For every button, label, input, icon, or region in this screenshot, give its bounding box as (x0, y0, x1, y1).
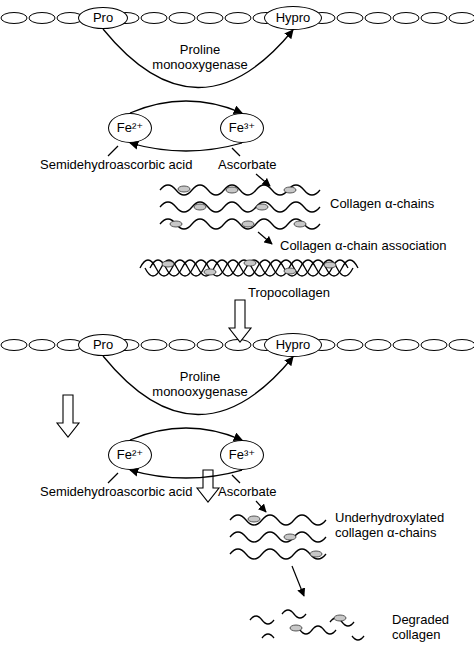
hydroxyproline-mark (284, 268, 296, 274)
helix-strand (150, 260, 358, 276)
hydroxyproline-mark (294, 221, 306, 227)
peptide-chain (0, 338, 474, 352)
node-text: Pro (93, 11, 113, 25)
hydroxyproline-mark (324, 262, 336, 268)
node-text: Pro (93, 338, 113, 352)
step-arrow (258, 232, 272, 244)
process-label: Semidehydroascorbic acid (40, 157, 200, 172)
hydroxyproline-mark (178, 186, 190, 192)
hydroxyproline-mark (226, 187, 238, 193)
fragment (352, 636, 364, 640)
hydroxyproline-mark (284, 187, 296, 193)
residue-ellipse: Pro (78, 334, 128, 356)
peptide-chain (0, 11, 474, 25)
collagen-chains (160, 185, 320, 229)
leader-line (232, 475, 240, 483)
alpha-chain (230, 515, 326, 525)
leader-line (108, 146, 118, 156)
node-text: Fe²⁺ (117, 448, 143, 462)
hydroxyproline-mark (170, 221, 182, 227)
step-arrow (292, 566, 304, 596)
fragment-marks (290, 615, 346, 631)
residue-ellipse: Hypro (264, 6, 322, 30)
underhydroxylated-chains (230, 515, 326, 559)
hydroxyproline-mark (248, 516, 260, 522)
hydroxyproline-mark (310, 551, 322, 557)
hydroxyproline-mark (256, 204, 268, 210)
residue-ellipse: Fe²⁺ (108, 440, 152, 470)
hydroxyproline-mark (284, 534, 296, 540)
decrease-arrow (197, 470, 219, 502)
hydroxyproline-mark (242, 221, 254, 227)
fragment (282, 610, 306, 618)
process-label: Degraded collagen (392, 612, 472, 642)
alpha-chain (160, 185, 320, 195)
alpha-chain (230, 532, 326, 542)
step-arrow (256, 501, 266, 512)
alpha-chain (160, 219, 320, 229)
node-text: Hypro (276, 338, 311, 352)
residue-ellipse: Pro (78, 7, 128, 29)
fragment (262, 634, 274, 638)
process-label: Ascorbate (218, 484, 298, 499)
residue-ellipse: Fe²⁺ (108, 113, 152, 143)
triple-helix (140, 260, 358, 276)
hydroxyl-marks (170, 186, 306, 227)
hydroxyproline-mark (194, 204, 206, 210)
process-label: Tropocollagen (248, 285, 358, 300)
fragment (300, 626, 336, 634)
reaction-arrow (130, 428, 242, 440)
reaction-arrow (130, 101, 242, 113)
residue-ellipse: Fe³⁺ (220, 440, 264, 470)
node-text: Fe²⁺ (117, 121, 143, 135)
enzyme-label: Proline monooxygenase (150, 42, 250, 72)
process-label: Collagen α-chain association (280, 238, 465, 253)
residue-ellipse: Fe³⁺ (220, 113, 264, 143)
sparse-marks (248, 516, 322, 557)
reaction-arrow (103, 29, 293, 88)
hydroxyproline-mark (290, 625, 302, 631)
degraded-fragments (250, 610, 364, 640)
hydroxyproline-mark (244, 260, 256, 266)
node-text: Fe³⁺ (229, 121, 255, 135)
hydroxyproline-mark (204, 269, 216, 275)
residue-ellipse: Hypro (264, 333, 322, 357)
node-text: Hypro (276, 11, 311, 25)
alpha-chain (160, 202, 320, 212)
decrease-arrow (229, 300, 251, 342)
leader-line (232, 148, 240, 156)
reaction-arrow (130, 143, 242, 151)
hydroxyproline-mark (334, 615, 346, 621)
process-label: Semidehydroascorbic acid (40, 484, 200, 499)
alpha-chain (230, 549, 326, 559)
process-label: Ascorbate (218, 157, 298, 172)
decrease-arrow (57, 395, 79, 437)
helix-marks (162, 260, 336, 275)
fragment (250, 616, 274, 624)
process-label: Underhydroxylated collagen α-chains (335, 510, 465, 540)
enzyme-label: Proline monooxygenase (150, 369, 250, 399)
leader-line (108, 473, 118, 483)
node-text: Fe³⁺ (229, 448, 255, 462)
reaction-arrow (130, 470, 242, 478)
reaction-arrow (103, 356, 293, 415)
hydroxyproline-mark (162, 261, 174, 267)
step-arrow (256, 174, 270, 186)
process-label: Collagen α-chains (330, 196, 450, 211)
